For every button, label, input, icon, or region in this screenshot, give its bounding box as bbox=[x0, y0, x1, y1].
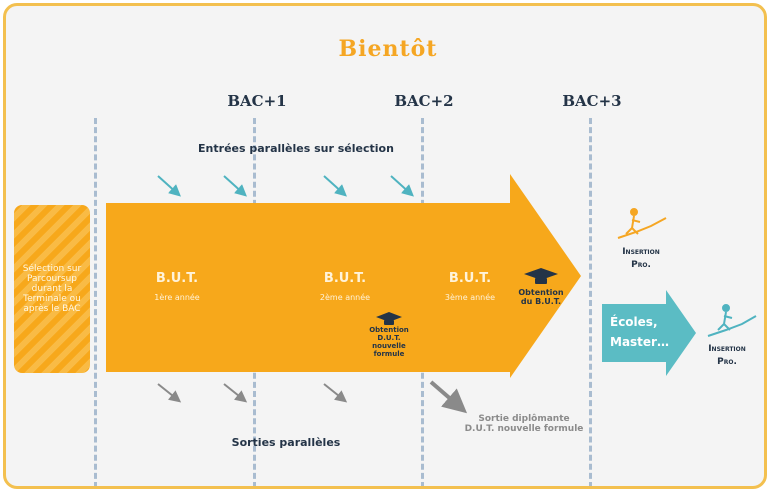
obtention-dut-label: Obtention D.U.T. nouvelle formule bbox=[369, 326, 409, 358]
timeline-divider bbox=[589, 118, 592, 486]
entrees-paralleles-label: Entrées parallèles sur sélection bbox=[198, 142, 394, 155]
bac-plus-1-label: BAC+1 bbox=[227, 92, 287, 110]
year3-subtitle: 3ème année bbox=[444, 293, 496, 302]
graduation-cap-icon bbox=[376, 268, 558, 325]
ecoles-master-label: Écoles, Master… bbox=[610, 315, 669, 349]
year2-subtitle: 2ème année bbox=[319, 293, 371, 302]
sorties-paralleles-label: Sorties parallèles bbox=[231, 436, 341, 449]
entry-arrows bbox=[157, 175, 414, 197]
ecoles-arrow bbox=[602, 290, 696, 376]
career-climb-icon bbox=[707, 304, 757, 337]
bac-plus-3-label: BAC+3 bbox=[562, 92, 622, 110]
but-main-arrow bbox=[106, 174, 581, 378]
sortie-diplomante-label: Sortie diplômante D.U.T. nouvelle formul… bbox=[464, 414, 584, 434]
obtention-but-label: Obtention du B.U.T. bbox=[518, 288, 564, 306]
year1-subtitle: 1ère année bbox=[154, 293, 200, 302]
parcoursup-selection-text: Sélection sur Parcoursup durant la Termi… bbox=[22, 264, 82, 314]
arrows-layer bbox=[106, 174, 757, 414]
year3-but-label: B.U.T. bbox=[448, 271, 492, 286]
diagram-frame: Bientôt BAC+1 BAC+2 BAC+3 Entrées parall… bbox=[3, 3, 767, 489]
career-climb-icon bbox=[617, 208, 667, 239]
parcoursup-selection-box: Sélection sur Parcoursup durant la Termi… bbox=[14, 205, 90, 373]
year1-but-label: B.U.T. bbox=[155, 271, 199, 286]
insertion-pro-label: Insertion Pro. bbox=[622, 247, 660, 270]
insertion-pro-label-2: Insertion Pro. bbox=[708, 344, 746, 367]
diagram-title: Bientôt bbox=[338, 36, 438, 62]
exit-arrows bbox=[157, 380, 468, 414]
timeline-divider bbox=[94, 118, 97, 486]
year2-but-label: B.U.T. bbox=[323, 271, 367, 286]
bac-plus-2-label: BAC+2 bbox=[394, 92, 454, 110]
